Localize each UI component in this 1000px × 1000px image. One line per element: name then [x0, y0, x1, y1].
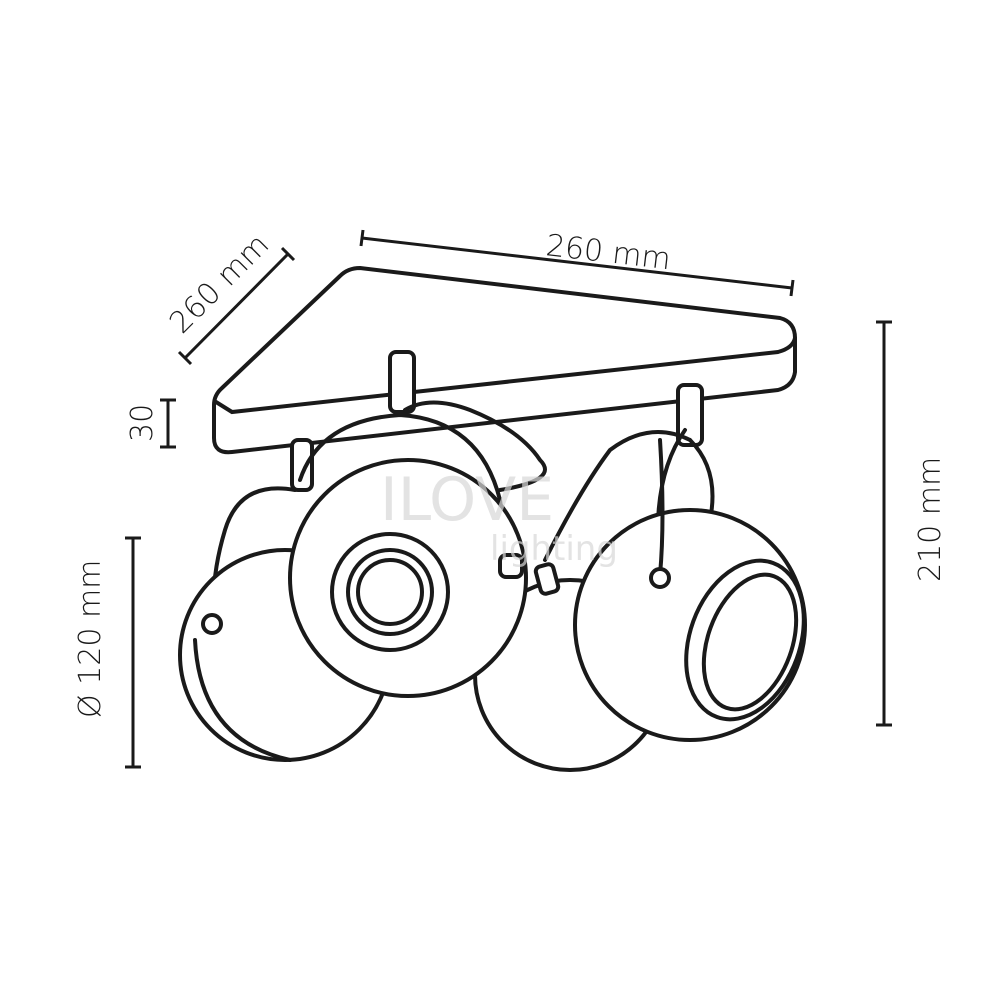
dimension-total-height: 210 mm	[876, 320, 948, 727]
watermark: ILOVE lighting	[380, 465, 618, 569]
svg-text:30: 30	[125, 404, 160, 442]
base-plate	[212, 266, 797, 455]
dimension-base-height: 30	[125, 398, 176, 449]
dimension-diameter: Ø 120 mm	[73, 536, 141, 769]
svg-text:ILOVE: ILOVE	[380, 465, 554, 535]
spotlights	[178, 438, 807, 772]
svg-text:260 mm: 260 mm	[544, 228, 672, 277]
svg-text:Ø 120 mm: Ø 120 mm	[73, 560, 108, 718]
svg-text:lighting: lighting	[490, 529, 618, 569]
svg-text:210 mm: 210 mm	[913, 457, 948, 582]
